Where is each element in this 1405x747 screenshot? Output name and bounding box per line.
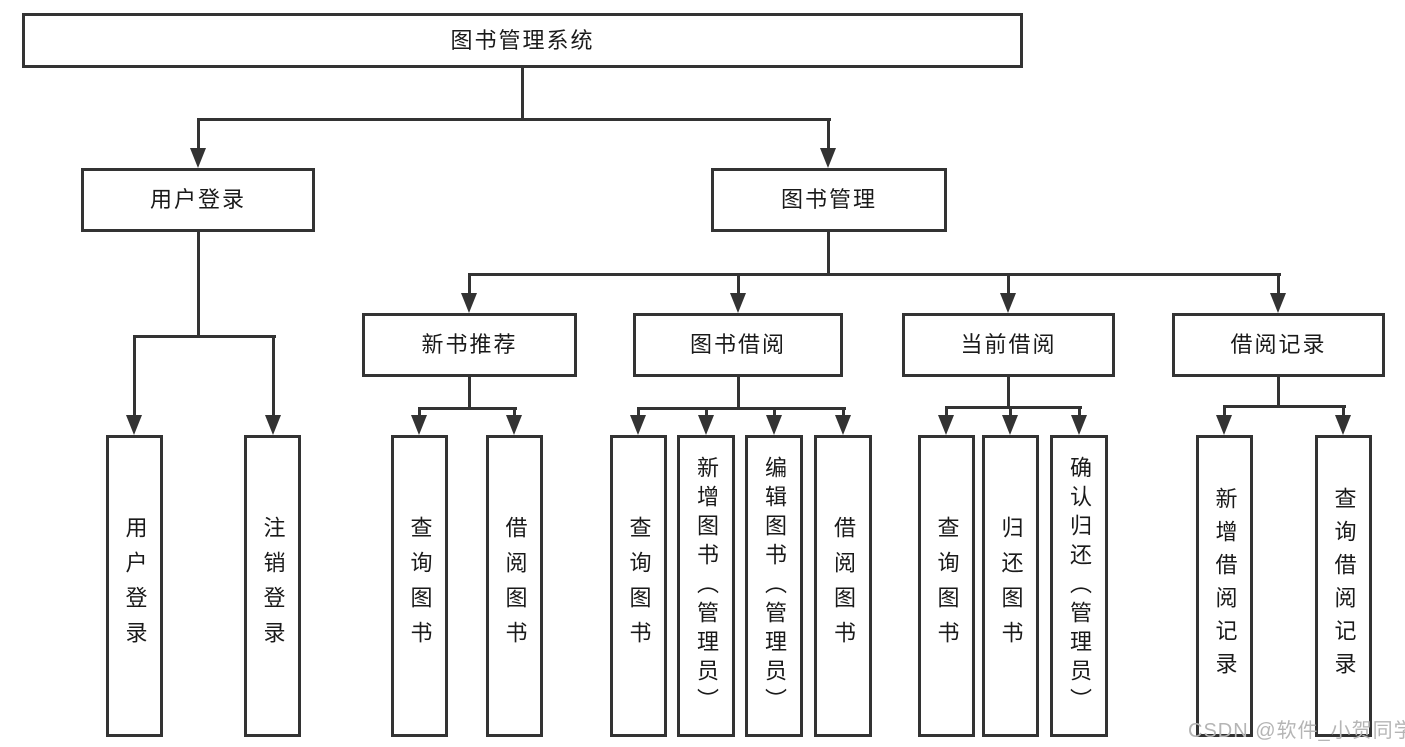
node-book-management: 图书管理 [711, 168, 947, 232]
node-leaf-query-borrow-record: 查询借阅记录 [1315, 435, 1372, 737]
connector-line [468, 273, 471, 297]
arrow-head [938, 415, 954, 435]
connector-line [1223, 405, 1226, 419]
connector-line [419, 407, 517, 410]
connector-line [134, 335, 276, 338]
arrow-head [1216, 415, 1232, 435]
connector-line [197, 232, 200, 337]
connector-line [1277, 273, 1280, 297]
connector-line [418, 407, 421, 419]
arrow-head [820, 148, 836, 168]
node-leaf-user-login: 用户登录 [106, 435, 163, 737]
connector-line [468, 377, 471, 409]
node-leaf-query-book-borrow: 查询图书 [610, 435, 667, 737]
connector-line [469, 273, 1281, 276]
node-leaf-confirm-return-admin: 确认归还（管理员） [1050, 435, 1108, 737]
arrow-head [1335, 415, 1351, 435]
node-leaf-add-book-admin: 新增图书（管理员） [677, 435, 735, 737]
node-book-borrow: 图书借阅 [633, 313, 843, 377]
node-leaf-return-book: 归还图书 [982, 435, 1039, 737]
connector-line [946, 406, 1082, 409]
connector-line [513, 407, 516, 419]
connector-line [1007, 273, 1010, 297]
arrow-head [190, 148, 206, 168]
connector-line [1224, 405, 1346, 408]
arrow-head [265, 415, 281, 435]
connector-line [1009, 406, 1012, 419]
connector-line [705, 407, 708, 419]
node-borrow-records: 借阅记录 [1172, 313, 1385, 377]
node-leaf-borrow-book-borrow: 借阅图书 [814, 435, 872, 737]
arrow-head [1000, 293, 1016, 313]
node-leaf-borrow-book-recommend: 借阅图书 [486, 435, 543, 737]
node-leaf-add-borrow-record: 新增借阅记录 [1196, 435, 1253, 737]
node-current-borrow: 当前借阅 [902, 313, 1115, 377]
connector-line [1007, 377, 1010, 408]
node-leaf-query-book-recommend: 查询图书 [391, 435, 448, 737]
arrow-head [1002, 415, 1018, 435]
arrow-head [126, 415, 142, 435]
watermark: CSDN @软件_小贺同学 [1188, 720, 1405, 742]
connector-line [1078, 406, 1081, 419]
connector-line [1277, 377, 1280, 407]
connector-line [827, 232, 830, 275]
node-leaf-edit-book-admin: 编辑图书（管理员） [745, 435, 803, 737]
node-leaf-logout: 注销登录 [244, 435, 301, 737]
node-root: 图书管理系统 [22, 13, 1023, 68]
connector-line [637, 407, 640, 419]
connector-line [198, 118, 831, 121]
arrow-head [1270, 293, 1286, 313]
arrow-head [411, 415, 427, 435]
connector-line [272, 335, 275, 419]
arrow-head [698, 415, 714, 435]
connector-line [133, 335, 136, 419]
connector-line [773, 407, 776, 419]
connector-line [827, 118, 830, 152]
connector-line [638, 407, 846, 410]
arrow-head [506, 415, 522, 435]
arrow-head [766, 415, 782, 435]
arrow-head [461, 293, 477, 313]
node-leaf-query-book-current: 查询图书 [918, 435, 975, 737]
arrow-head [630, 415, 646, 435]
connector-line [1342, 405, 1345, 419]
connector-line [842, 407, 845, 419]
connector-line [945, 406, 948, 419]
connector-line [737, 273, 740, 297]
connector-line [521, 68, 524, 120]
arrow-head [835, 415, 851, 435]
arrow-head [730, 293, 746, 313]
connector-line [737, 377, 740, 409]
node-user-login-module: 用户登录 [81, 168, 315, 232]
node-new-book-recommend: 新书推荐 [362, 313, 577, 377]
arrow-head [1071, 415, 1087, 435]
connector-line [197, 118, 200, 152]
